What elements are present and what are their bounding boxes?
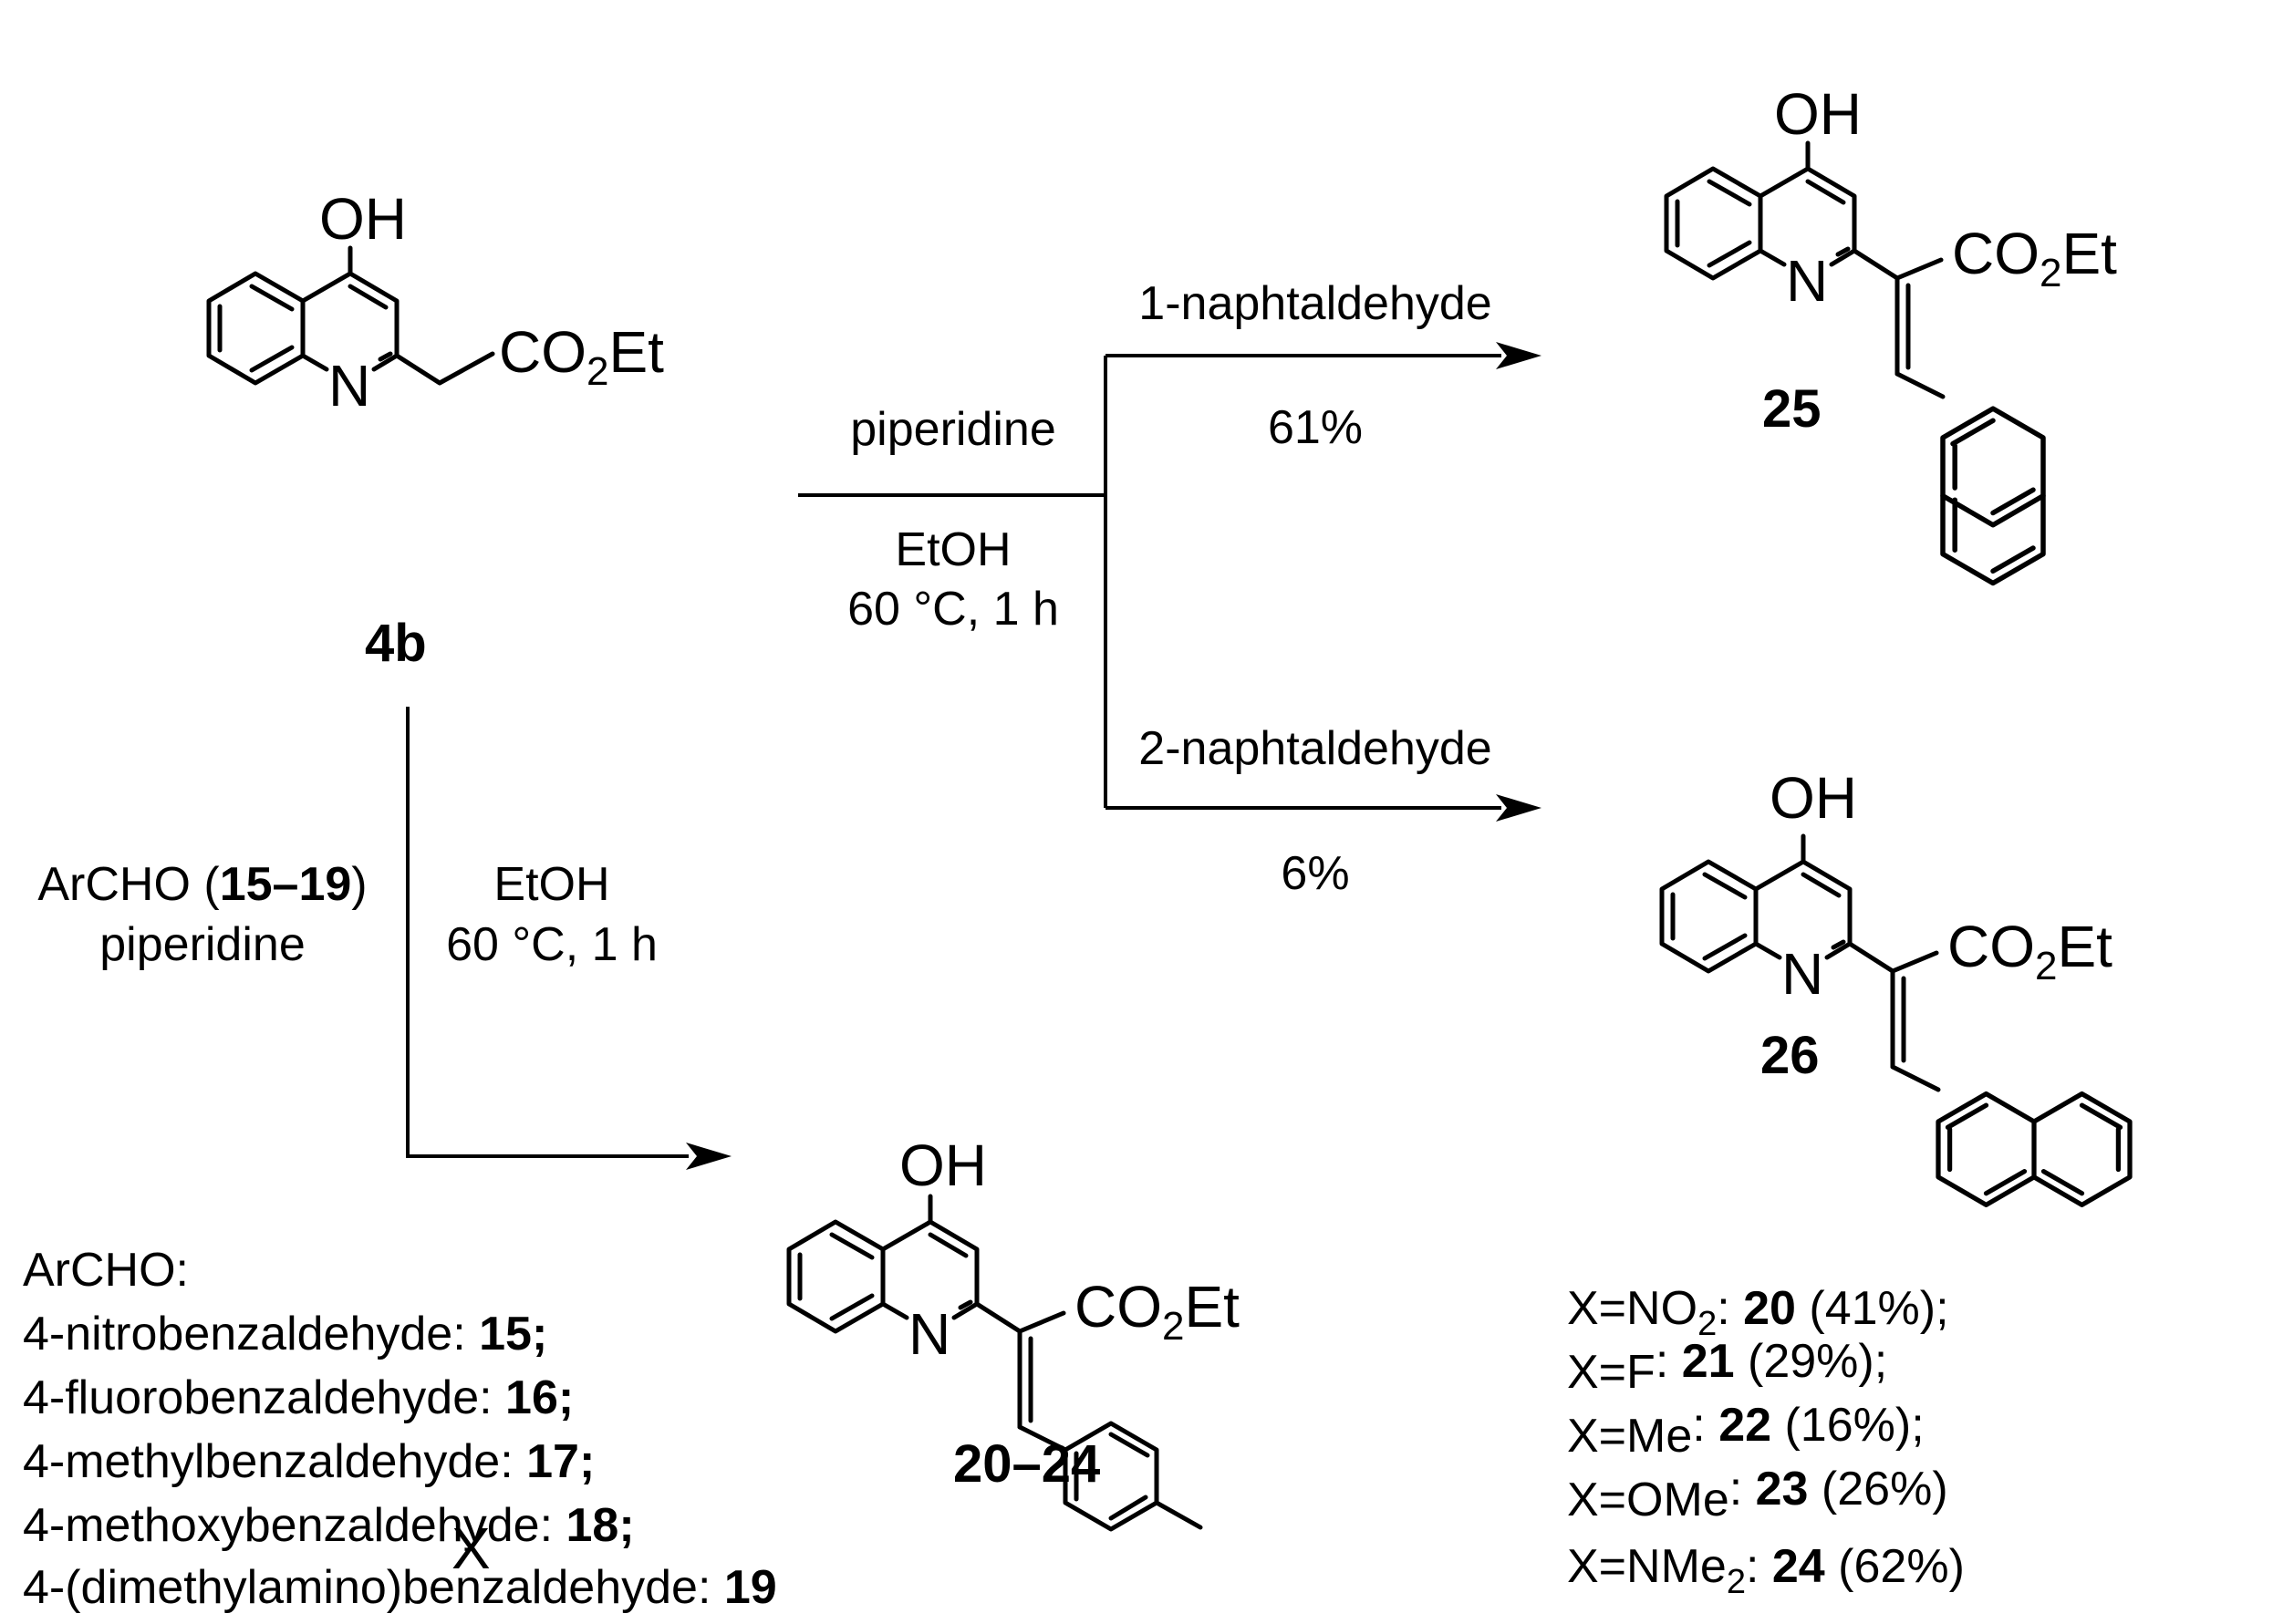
hydroxyl-label: OH bbox=[899, 1133, 987, 1198]
list-item: X=Me: 22 (16%); bbox=[1567, 1399, 1925, 1463]
hydroxyl-label: OH bbox=[1770, 765, 1857, 831]
ester-label: CO2Et bbox=[499, 319, 664, 394]
top-reaction-arrow bbox=[798, 342, 1541, 822]
arrowhead-to-25 bbox=[1496, 342, 1541, 369]
ester-label: CO2Et bbox=[1952, 221, 2117, 295]
nitrogen-label: N bbox=[1786, 248, 1828, 314]
branch1-reagent: 1-naphtaldehyde bbox=[1138, 277, 1491, 330]
list-item: X=F: 21 (29%); bbox=[1567, 1335, 1887, 1399]
left-reaction-arrow bbox=[406, 707, 732, 1170]
left-reagent: piperidine bbox=[99, 918, 306, 971]
archo-legend-title: ArCHO: bbox=[23, 1244, 189, 1297]
left-archo-reagent: ArCHO (15–19) bbox=[37, 858, 367, 911]
left-temp-time: 60 °C, 1 h bbox=[446, 918, 658, 971]
nitrogen-label: N bbox=[908, 1301, 950, 1367]
compound-20-24-structure: OH N CO2Et X bbox=[452, 1133, 1240, 1581]
list-item: X=NMe2: 24 (62%) bbox=[1567, 1540, 1965, 1601]
top-reagent: piperidine bbox=[850, 403, 1056, 456]
compound-25-structure: OH N CO2Et bbox=[1666, 81, 2117, 399]
naphthalen-2-yl-ring bbox=[1938, 1094, 2130, 1205]
compound-26-structure: OH N CO2Et bbox=[1662, 765, 2112, 1092]
compound-4b-structure: OH N CO2Et bbox=[209, 186, 664, 419]
arrowhead-to-26 bbox=[1496, 794, 1541, 822]
arrowhead-to-20-24 bbox=[686, 1143, 732, 1170]
compound-label-4b: 4b bbox=[365, 614, 427, 673]
top-temp-time: 60 °C, 1 h bbox=[847, 583, 1059, 636]
list-item: 4-methoxybenzaldehyde: 18; bbox=[23, 1499, 635, 1552]
top-solvent: EtOH bbox=[895, 523, 1011, 576]
compound-label-26: 26 bbox=[1760, 1026, 1820, 1085]
hydroxyl-label: OH bbox=[319, 186, 407, 252]
list-item: X=NO2: 20 (41%); bbox=[1567, 1282, 1949, 1343]
yields-legend: X=NO2: 20 (41%); X=F: 21 (29%); X=Me: 22… bbox=[1567, 1282, 1965, 1601]
branch2-yield: 6% bbox=[1281, 847, 1349, 900]
ester-label: CO2Et bbox=[1074, 1274, 1240, 1349]
naphthalen-1-yl-ring bbox=[1943, 409, 2043, 583]
list-item: X=OMe: 23 (26%) bbox=[1567, 1463, 1948, 1526]
list-item: 4-nitrobenzaldehyde: 15; bbox=[23, 1308, 547, 1360]
ester-label: CO2Et bbox=[1947, 914, 2112, 988]
archo-legend: ArCHO: 4-nitrobenzaldehyde: 15; 4-fluoro… bbox=[23, 1244, 777, 1614]
compound-label-20-24: 20–24 bbox=[953, 1434, 1100, 1494]
hydroxyl-label: OH bbox=[1774, 81, 1862, 147]
list-item: 4-methylbenzaldehyde: 17; bbox=[23, 1435, 595, 1488]
left-solvent: EtOH bbox=[493, 858, 609, 911]
substituent-x-label: X bbox=[452, 1515, 491, 1581]
nitrogen-label: N bbox=[1781, 941, 1823, 1007]
compound-label-25: 25 bbox=[1762, 379, 1822, 439]
branch2-reagent: 2-naphtaldehyde bbox=[1138, 722, 1491, 775]
nitrogen-label: N bbox=[328, 353, 370, 419]
list-item: 4-(dimethylamino)benzaldehyde: 19 bbox=[23, 1561, 777, 1614]
list-item: 4-fluorobenzaldehyde: 16; bbox=[23, 1371, 574, 1424]
branch1-yield: 61% bbox=[1268, 401, 1363, 454]
